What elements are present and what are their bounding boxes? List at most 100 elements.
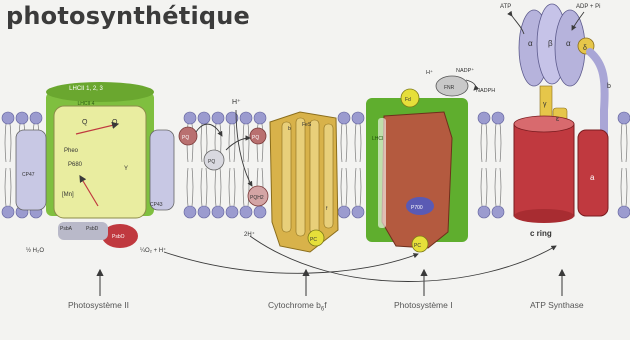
lhcii-sub-label: LHCII 4 [78, 101, 95, 107]
lhci-label: LHCI [372, 136, 383, 142]
o2-h-label: ¼O₂ + H⁺ [140, 247, 166, 254]
lipid-tail [215, 168, 221, 206]
caption-cytochrome-b6f: Cytochrome b6f [268, 300, 327, 313]
lipid-head-bottom [254, 206, 266, 218]
lipid-tail [355, 168, 361, 206]
caption-photosystem-i: Photosystème I [394, 300, 453, 310]
b-subunit-label: b [607, 83, 611, 90]
lipid-head-top [240, 112, 252, 124]
delta-label: δ [583, 45, 587, 52]
adp-pi-label: ADP + Pi [576, 4, 600, 10]
pheo-label: Pheo [64, 148, 79, 154]
lipid-head-bottom [240, 206, 252, 218]
lipid-tail [5, 168, 11, 206]
epsilon-label: ε [556, 116, 559, 123]
lipid-tail [621, 168, 627, 206]
lipid-head-top [492, 112, 504, 124]
mn-label: [Mn] [62, 192, 74, 198]
lipid-tail [341, 168, 347, 206]
lipid-head-bottom [618, 206, 630, 218]
lipid-head-top [338, 112, 350, 124]
caption-cytb6f-text: Cytochrome b [268, 300, 321, 310]
cyt-b-label: b [288, 126, 291, 132]
pc2-label: PC [414, 243, 421, 249]
alpha-label-left: α [528, 39, 533, 48]
lipid-head-bottom [352, 206, 364, 218]
lipid-head-bottom [184, 206, 196, 218]
caption-atp-synthase: ATP Synthase [530, 300, 584, 310]
lipid-head-top [2, 112, 14, 124]
psbd-label: PsbD [86, 226, 99, 232]
proton-path-arrow-1 [164, 252, 418, 273]
lipid-head-bottom [212, 206, 224, 218]
lipid-head-bottom [492, 206, 504, 218]
qa-label: Q [82, 119, 88, 126]
c-ring-label: c ring [530, 229, 552, 238]
h2o-label: ½ H₂O [26, 247, 44, 254]
c-ring-bottom [514, 209, 574, 223]
p680-label: P680 [68, 162, 83, 168]
pq1-label: PQ [182, 135, 189, 141]
nadph-label: NADPH [476, 88, 495, 94]
qb-label: Q [112, 119, 118, 126]
alpha-label-right: α [566, 39, 571, 48]
psi-membrane-band [378, 118, 386, 228]
cytb6f-helix-1 [282, 122, 291, 232]
h-plus-fnr-label: H⁺ [426, 69, 433, 76]
lhcii-top-cap [46, 82, 154, 102]
lipid-head-bottom [198, 206, 210, 218]
fes-label: FeS [302, 122, 312, 128]
c-ring [514, 124, 574, 216]
photosystem-ii: LHCII 1, 2, 3 LHCII 4 Q Q Pheo P680 [Mn]… [16, 82, 174, 254]
psba-label: PsbA [60, 226, 73, 232]
lipid-tail [481, 168, 487, 206]
lipid-head-top [198, 112, 210, 124]
lipid-head-top [478, 112, 490, 124]
gamma-label: γ [543, 101, 547, 108]
atp-synthase: α β α δ γ ε b a c ring ATP ADP + Pi [500, 4, 611, 238]
beta-label: β [548, 39, 553, 48]
lipid-head-bottom [338, 206, 350, 218]
psbo-label: PsbO [112, 234, 125, 240]
lipid-tail [341, 124, 347, 162]
psii-left-helices [16, 130, 46, 210]
lipid-tail [243, 124, 249, 162]
lipid-tail [355, 124, 361, 162]
cp43-label: CP43 [150, 202, 163, 208]
cytb6f-helix-2 [296, 118, 305, 236]
lipid-tail [495, 168, 501, 206]
cytb6f-helix-3 [310, 120, 319, 234]
pc1-label: PC [310, 237, 317, 243]
lipid-head-top [16, 112, 28, 124]
cytb6f-helix-4 [324, 124, 333, 228]
lipid-tail [201, 168, 207, 206]
nadp-label: NADP⁺ [456, 67, 474, 74]
lipid-tail [5, 124, 11, 162]
lipid-tail [621, 124, 627, 162]
lipid-tail [495, 124, 501, 162]
pq-arrow-1 [196, 124, 222, 136]
lipid-head-top [184, 112, 196, 124]
cp47-label: CP47 [22, 172, 35, 178]
lhcii-label: LHCII 1, 2, 3 [69, 86, 103, 92]
lipid-tail [481, 124, 487, 162]
photosystem-i: Fd FNR P700 PC LHCI NADP⁺ NADPH H⁺ [366, 67, 495, 252]
lipid-head-bottom [226, 206, 238, 218]
pq2-label: PQ [208, 159, 215, 165]
fnr-label: FNR [444, 85, 455, 91]
yz-label: Y [124, 166, 128, 172]
two-h-label: 2H⁺ [244, 231, 255, 238]
atp-label: ATP [500, 4, 511, 10]
h-plus-label: H⁺ [232, 99, 241, 106]
psi-core [382, 112, 452, 248]
cytochrome-b6f: PC FeS b f [270, 112, 338, 252]
lipid-head-top [352, 112, 364, 124]
pq3-label: PQ [252, 135, 259, 141]
lipid-head-bottom [2, 206, 14, 218]
caption-pointers [100, 270, 562, 296]
p700-label: P700 [411, 205, 423, 211]
caption-cytb6f-tail: f [324, 300, 326, 310]
lipid-head-top [30, 112, 42, 124]
